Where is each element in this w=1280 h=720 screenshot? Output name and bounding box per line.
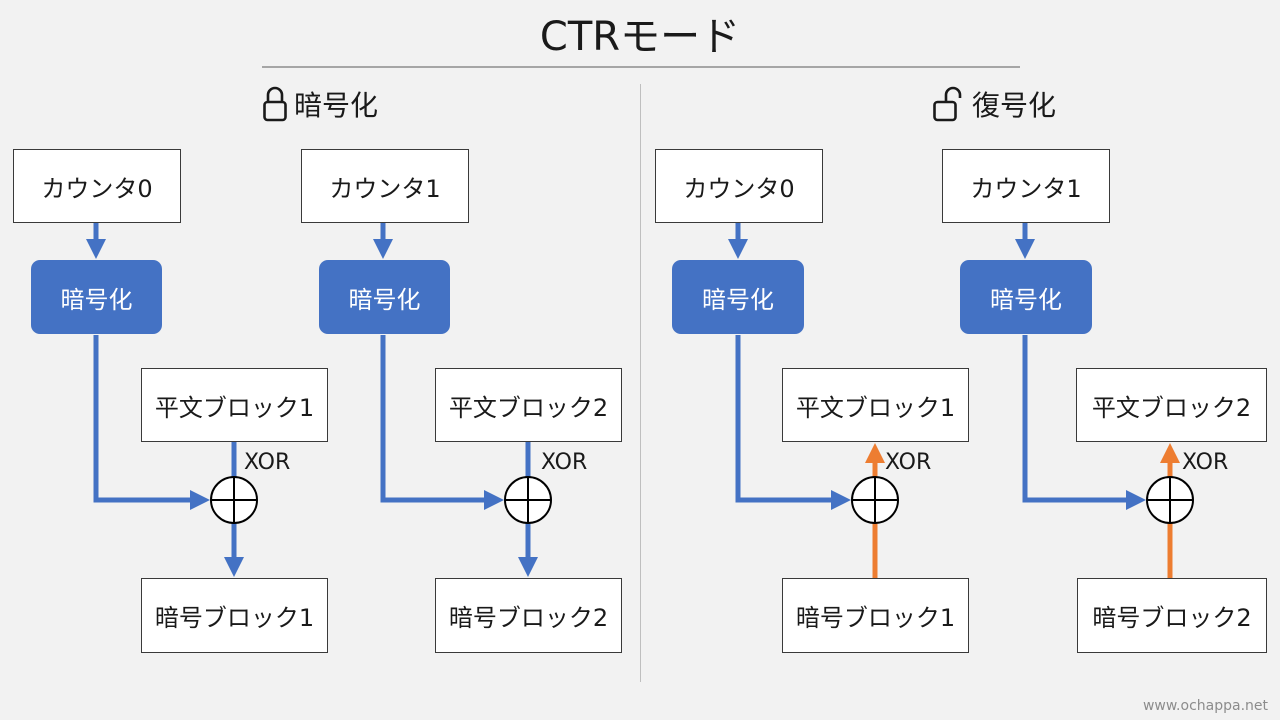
center-divider <box>640 84 641 682</box>
decrypt-counter-1: カウンタ1 <box>942 149 1110 223</box>
decrypt-ciphertext-2: 暗号ブロック2 <box>1077 578 1267 653</box>
encrypt-heading: 暗号化 <box>262 82 378 126</box>
xor-symbol <box>504 476 552 524</box>
decrypt-cipher-block-1: 暗号化 <box>960 260 1092 334</box>
encrypt-heading-label: 暗号化 <box>294 89 379 122</box>
xor-symbol <box>851 476 899 524</box>
decrypt-counter-0: カウンタ0 <box>655 149 823 223</box>
encrypt-plaintext-2: 平文ブロック2 <box>435 368 622 442</box>
encrypt-xor-label-2: XOR <box>541 450 588 475</box>
encrypt-cipher-block-1: 暗号化 <box>319 260 450 334</box>
page-title: CTRモード <box>539 14 741 60</box>
encrypt-counter-1: カウンタ1 <box>301 149 469 223</box>
encrypt-cipher-block-0: 暗号化 <box>31 260 162 334</box>
xor-symbol <box>1146 476 1194 524</box>
lock-open-icon <box>932 85 966 123</box>
decrypt-ciphertext-1: 暗号ブロック1 <box>782 578 969 653</box>
footer-url: www.ochappa.net <box>1142 698 1268 714</box>
decrypt-heading-label: 復号化 <box>972 89 1057 122</box>
encrypt-xor-label-1: XOR <box>244 450 291 475</box>
decrypt-plaintext-1: 平文ブロック1 <box>782 368 969 442</box>
encrypt-counter-0: カウンタ0 <box>13 149 181 223</box>
xor-symbol <box>210 476 258 524</box>
lock-closed-icon <box>262 85 288 123</box>
encrypt-plaintext-1: 平文ブロック1 <box>141 368 328 442</box>
decrypt-heading: 復号化 <box>932 82 1056 126</box>
title-underline <box>262 66 1020 68</box>
decrypt-plaintext-2: 平文ブロック2 <box>1076 368 1267 442</box>
encrypt-ciphertext-1: 暗号ブロック1 <box>141 578 328 653</box>
decrypt-xor-label-1: XOR <box>885 450 932 475</box>
encrypt-ciphertext-2: 暗号ブロック2 <box>435 578 622 653</box>
decrypt-xor-label-2: XOR <box>1182 450 1229 475</box>
decrypt-cipher-block-0: 暗号化 <box>672 260 804 334</box>
